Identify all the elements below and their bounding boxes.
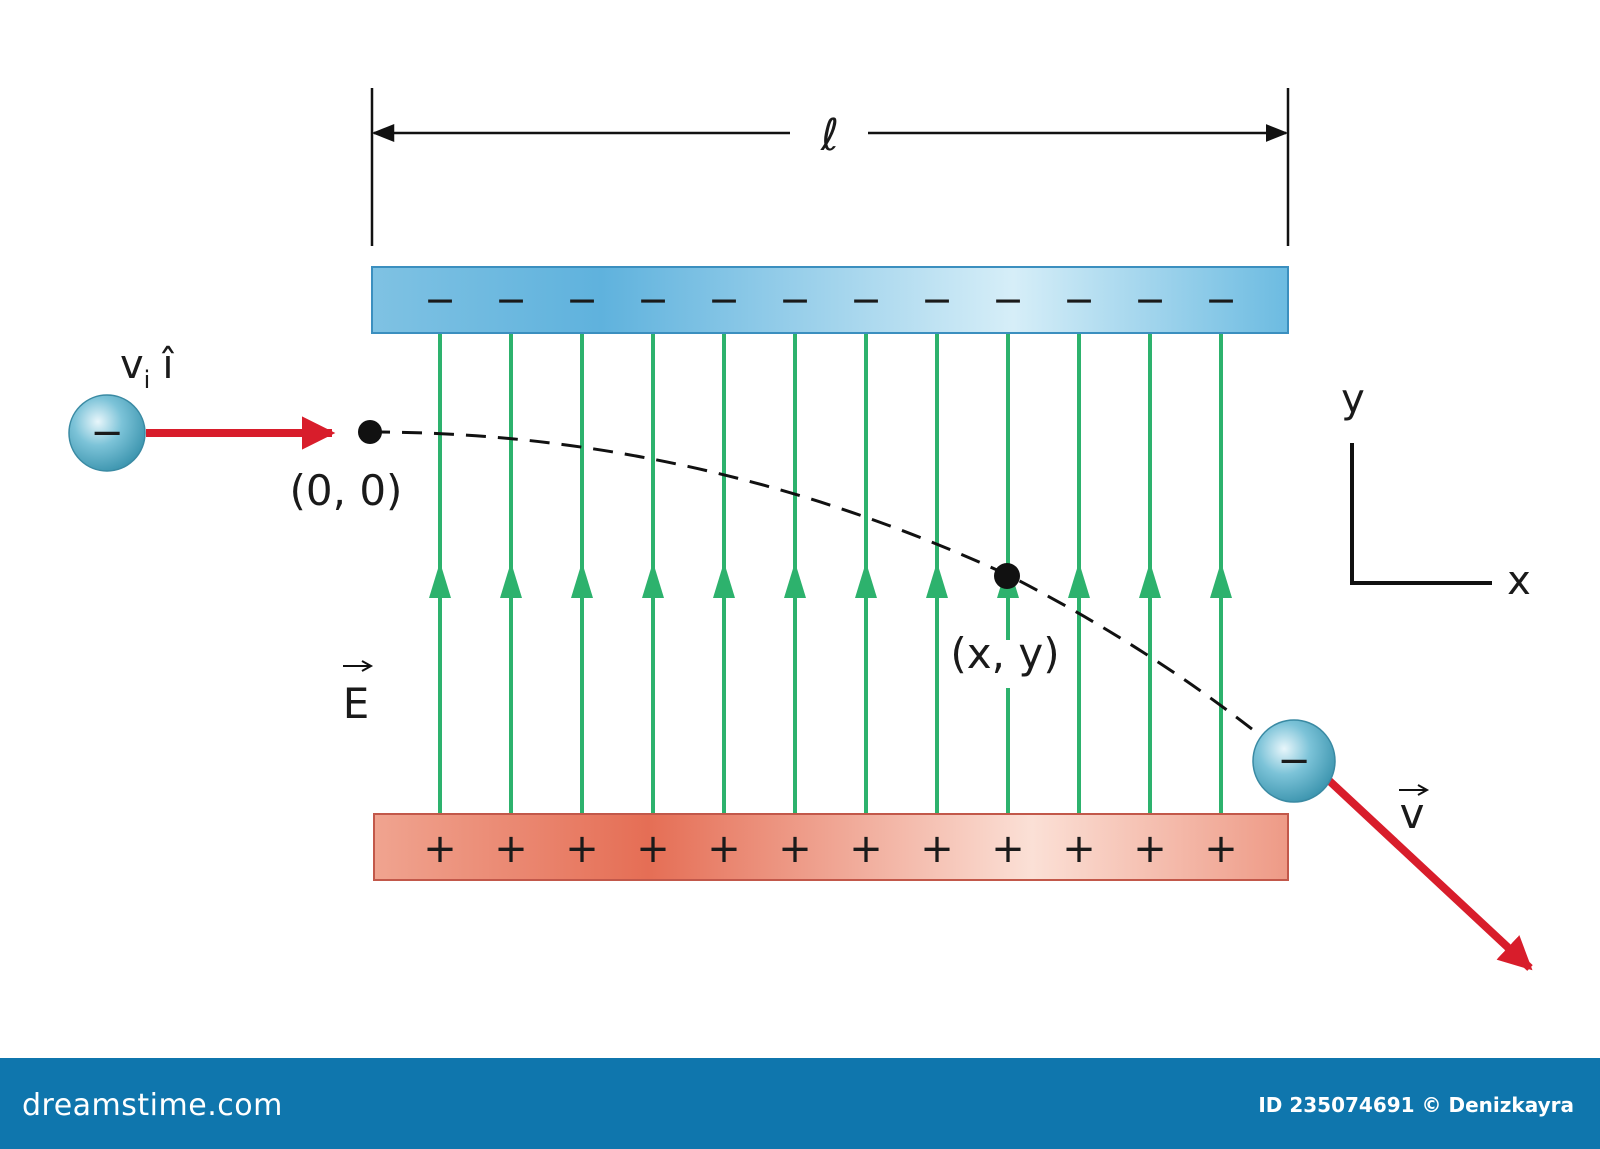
- length-label: ℓ: [820, 110, 839, 161]
- positive-charges: + + + + + + + + + + + +: [423, 826, 1238, 872]
- field-label-text: E: [343, 679, 370, 728]
- final-velocity-label: v: [1400, 789, 1425, 838]
- positive-charge-sign: +: [849, 826, 883, 872]
- positive-charge-sign: +: [1204, 826, 1238, 872]
- positive-charge-sign: +: [1062, 826, 1096, 872]
- negative-charge-sign: −: [992, 278, 1024, 322]
- negative-charge-sign: −: [779, 278, 811, 322]
- final-vector-tip: [1417, 784, 1430, 796]
- field-line: [713, 334, 735, 813]
- negative-charge-sign: −: [566, 278, 598, 322]
- top-plate: [371, 266, 1289, 334]
- positive-charge-sign: +: [1133, 826, 1167, 872]
- field-line: [500, 334, 522, 813]
- bottom-plate: [373, 813, 1289, 881]
- negative-plate: −−−−−−−−−−−−: [371, 266, 1289, 334]
- negative-charge-sign: −: [1134, 278, 1166, 322]
- positive-charge-sign: +: [565, 826, 599, 872]
- field-line: [1139, 334, 1161, 813]
- positive-charge-sign: +: [920, 826, 954, 872]
- positive-charge-sign: +: [778, 826, 812, 872]
- trajectory-path: [369, 430, 1263, 739]
- label-gap: [986, 640, 1026, 688]
- field-line: [571, 334, 593, 813]
- footer-credit: ID 235074691 © Denizkayra: [1258, 1093, 1574, 1117]
- positive-plate: + + + + + + + + + + + +: [373, 813, 1289, 881]
- electron-sign-final: −: [1277, 738, 1311, 784]
- field-label: E: [343, 660, 374, 728]
- field-line: [926, 334, 948, 813]
- length-dimension: ℓ: [370, 88, 1290, 246]
- field-line: [855, 334, 877, 813]
- field-vector-tip: [361, 660, 374, 672]
- final-velocity-arrow: [1319, 771, 1533, 971]
- negative-charge-sign: −: [921, 278, 953, 322]
- negative-charge-sign: −: [495, 278, 527, 322]
- positive-charge-sign: +: [707, 826, 741, 872]
- field-line: [784, 334, 806, 813]
- footer-brand[interactable]: dreamstime.com: [22, 1088, 283, 1123]
- origin-point: [358, 420, 382, 444]
- negative-charges: −−−−−−−−−−−−: [424, 278, 1237, 322]
- negative-charge-sign: −: [850, 278, 882, 322]
- electron-sign-initial: −: [90, 410, 124, 456]
- origin-label: (0, 0): [290, 466, 403, 515]
- field-line: [429, 334, 451, 813]
- positive-charge-sign: +: [636, 826, 670, 872]
- electric-field-lines: [429, 334, 1232, 813]
- position-point: [994, 563, 1020, 589]
- negative-charge-sign: −: [1063, 278, 1095, 322]
- axes-lines: [1350, 443, 1492, 585]
- electron-ball-final: [1252, 719, 1336, 803]
- position-label: (x, y): [950, 629, 1059, 678]
- positive-charge-sign: +: [991, 826, 1025, 872]
- field-line: [642, 334, 664, 813]
- negative-charge-sign: −: [1205, 278, 1237, 322]
- negative-charge-sign: −: [708, 278, 740, 322]
- axis-y-label: y: [1341, 376, 1365, 422]
- negative-charge-sign: −: [424, 278, 456, 322]
- electron-ball-initial: [68, 394, 146, 472]
- axis-x-label: x: [1507, 558, 1531, 604]
- positive-charge-sign: +: [494, 826, 528, 872]
- coordinate-axes: y x: [1341, 376, 1531, 604]
- footer-bar: dreamstime.com ID 235074691 © Denizkayra: [0, 1058, 1600, 1149]
- outgoing-charge: − v: [1252, 719, 1533, 971]
- field-line: [1068, 334, 1090, 813]
- negative-charge-sign: −: [637, 278, 669, 322]
- positive-charge-sign: +: [423, 826, 457, 872]
- field-line: [1210, 334, 1232, 813]
